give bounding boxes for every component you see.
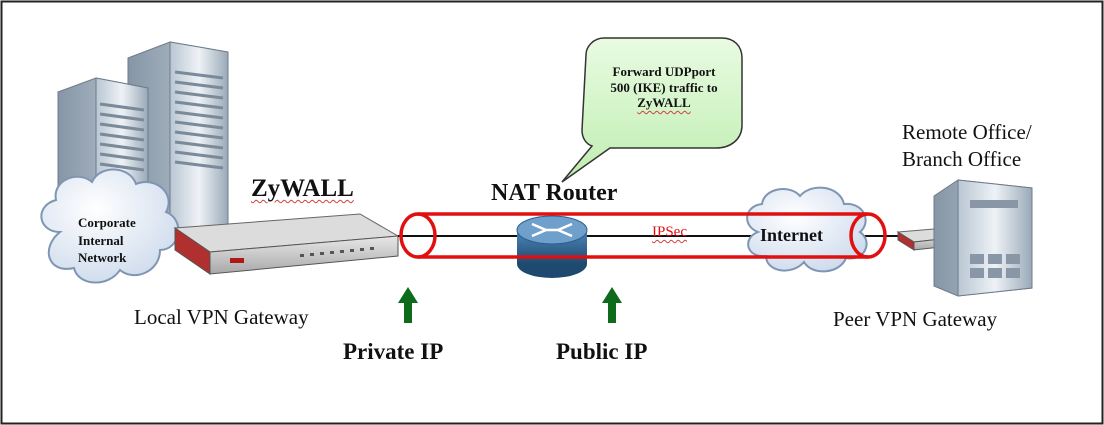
callout-text: Forward UDPport 500 (IKE) traffic to ZyW… [610,64,718,111]
public-ip-arrow-icon [602,287,622,323]
internet-cloud-icon [746,186,868,273]
peer-vpn-gateway-label: Peer VPN Gateway [833,307,998,331]
zywall-label: ZyWALL [251,175,354,202]
remote-office-label: Remote Office/ Branch Office [902,120,1032,172]
ipsec-tunnel [399,212,887,259]
remote-server-icon [933,179,1033,297]
internet-label: Internet [760,225,823,245]
nat-router-icon [516,215,588,278]
ipsec-label: IPSec [652,224,687,240]
private-ip-arrow-icon [398,287,418,323]
local-vpn-gateway-label: Local VPN Gateway [134,305,309,329]
corporate-network-cloud-icon [40,168,180,284]
zywall-device-icon [173,213,400,275]
private-ip-label: Private IP [343,339,444,364]
corporate-network-label: Corporate Internal Network [78,215,136,266]
nat-router-label: NAT Router [491,180,618,206]
public-ip-label: Public IP [556,339,648,364]
callout-bubble [561,37,743,183]
